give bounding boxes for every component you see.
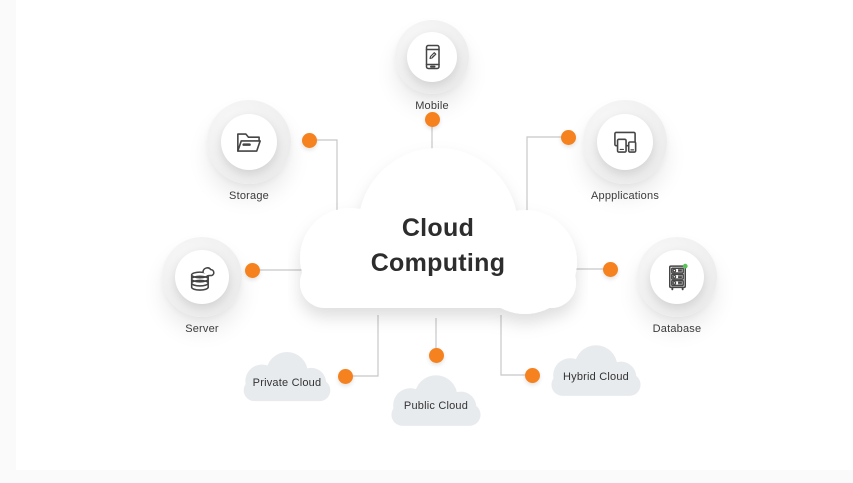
public-cloud-label: Public Cloud (403, 400, 469, 412)
node-bubble (583, 100, 667, 184)
connector-dot-private-cloud (337, 368, 353, 384)
open-folder-icon (237, 133, 261, 152)
node-label-database: Database (652, 323, 702, 335)
cloud-shape (551, 345, 641, 396)
node-database: Database (637, 237, 717, 335)
cloud-shape (243, 352, 331, 402)
private-cloud-label: Private Cloud (252, 377, 322, 389)
node-label-applications: Appplications (590, 190, 660, 202)
node-label-mobile: Mobile (415, 100, 449, 112)
node-storage: Storage (207, 100, 291, 202)
node-inner-circle (650, 250, 704, 304)
connector-dot-database (602, 261, 618, 277)
node-bubble (162, 237, 242, 317)
node-inner-circle (221, 114, 277, 170)
node-inner-circle (407, 32, 457, 82)
connector-private-cloud (345, 315, 379, 377)
connector-dot-server (244, 262, 260, 278)
connector-dot-public-cloud (428, 347, 444, 363)
node-mobile: Mobile (395, 20, 469, 112)
node-bubble (637, 237, 717, 317)
hybrid-cloud-label: Hybrid Cloud (563, 371, 629, 383)
hybrid-cloud-shape: Hybrid Cloud (544, 341, 648, 401)
connector-dot-storage (301, 132, 317, 148)
title-line-2: Computing (370, 249, 506, 277)
title-line-1: Cloud (401, 214, 475, 242)
connector-dot-applications (560, 129, 576, 145)
smartphone-icon (425, 44, 440, 70)
node-applications: Appplications (583, 100, 667, 202)
cloud-disk-stack-icon (190, 266, 215, 291)
node-inner-circle (597, 114, 653, 170)
public-cloud-shape: Public Cloud (383, 371, 489, 431)
node-server: Server (162, 237, 242, 335)
diagram-title: Cloud Computing (288, 211, 588, 281)
server-rack-icon (668, 263, 688, 290)
multi-device-icon (614, 131, 637, 153)
connector-dot-mobile (424, 111, 440, 127)
status-green-dot (682, 263, 688, 269)
node-bubble (207, 100, 291, 184)
node-bubble (395, 20, 469, 94)
connector-applications (526, 136, 568, 240)
central-cloud-shape (300, 148, 577, 314)
node-label-storage: Storage (229, 190, 269, 202)
node-inner-circle (175, 250, 229, 304)
node-label-server: Server (185, 323, 219, 335)
private-cloud-shape: Private Cloud (237, 346, 337, 408)
connector-dot-hybrid-cloud (524, 367, 540, 383)
connector-hybrid-cloud (500, 315, 532, 376)
cloud-shape (391, 375, 481, 426)
